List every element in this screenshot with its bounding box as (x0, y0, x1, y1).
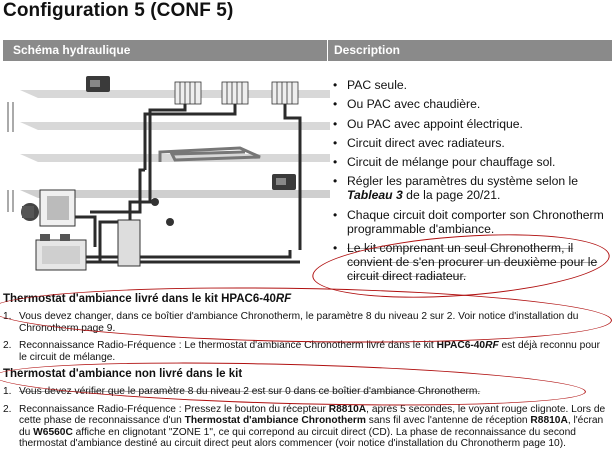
floor-heating-loop (158, 146, 261, 162)
list-item: 2.Reconnaissance Radio-Fréquence : Press… (3, 403, 606, 450)
other-thermostat-steps: 1.Vous devez vérifier que le paramètre 8… (3, 386, 609, 450)
hydraulic-diagram (7, 76, 330, 271)
radiator-1 (174, 81, 202, 105)
list-item: Circuit direct avec radiateurs. (332, 136, 612, 150)
header-description: Description (327, 40, 612, 61)
list-item: Circuit de mélange pour chauffage sol. (332, 155, 612, 169)
list-item: Régler les paramètres du système selon l… (332, 174, 612, 202)
page-title: Configuration 5 (CONF 5) (3, 0, 234, 21)
list-item: PAC seule. (332, 78, 612, 92)
section-title-other-thermostat: Thermostat d'ambiance non livré dans le … (3, 368, 243, 380)
pump-1 (151, 198, 159, 206)
list-item: Ou PAC avec chaudière. (332, 97, 612, 111)
buffer-tank (117, 219, 141, 267)
radiator-3 (271, 81, 299, 105)
kit-thermostat-steps: 1.Vous devez changer, dans ce boîtier d'… (3, 311, 609, 363)
list-item: Le kit comprenant un seul Chronotherm, i… (332, 241, 612, 283)
description-list: PAC seule. Ou PAC avec chaudière. Ou PAC… (332, 78, 612, 288)
radiator-2 (221, 81, 249, 105)
list-item: Ou PAC avec appoint électrique. (332, 117, 612, 131)
list-item: 1.Vous devez vérifier que le paramètre 8… (3, 386, 481, 397)
pump-2 (166, 218, 174, 226)
section-title-kit-thermostat: Thermostat d'ambiance livré dans le kit … (3, 293, 292, 305)
boiler (21, 189, 76, 227)
list-item: 1.Vous devez changer, dans ce boîtier d'… (3, 311, 579, 334)
list-item: 2.Reconnaissance Radio-Fréquence : Le th… (3, 340, 601, 363)
list-item: Chaque circuit doit comporter son Chrono… (332, 208, 612, 236)
heat-pump (35, 234, 87, 271)
header-hydraulic-scheme: Schéma hydraulique (3, 40, 327, 61)
